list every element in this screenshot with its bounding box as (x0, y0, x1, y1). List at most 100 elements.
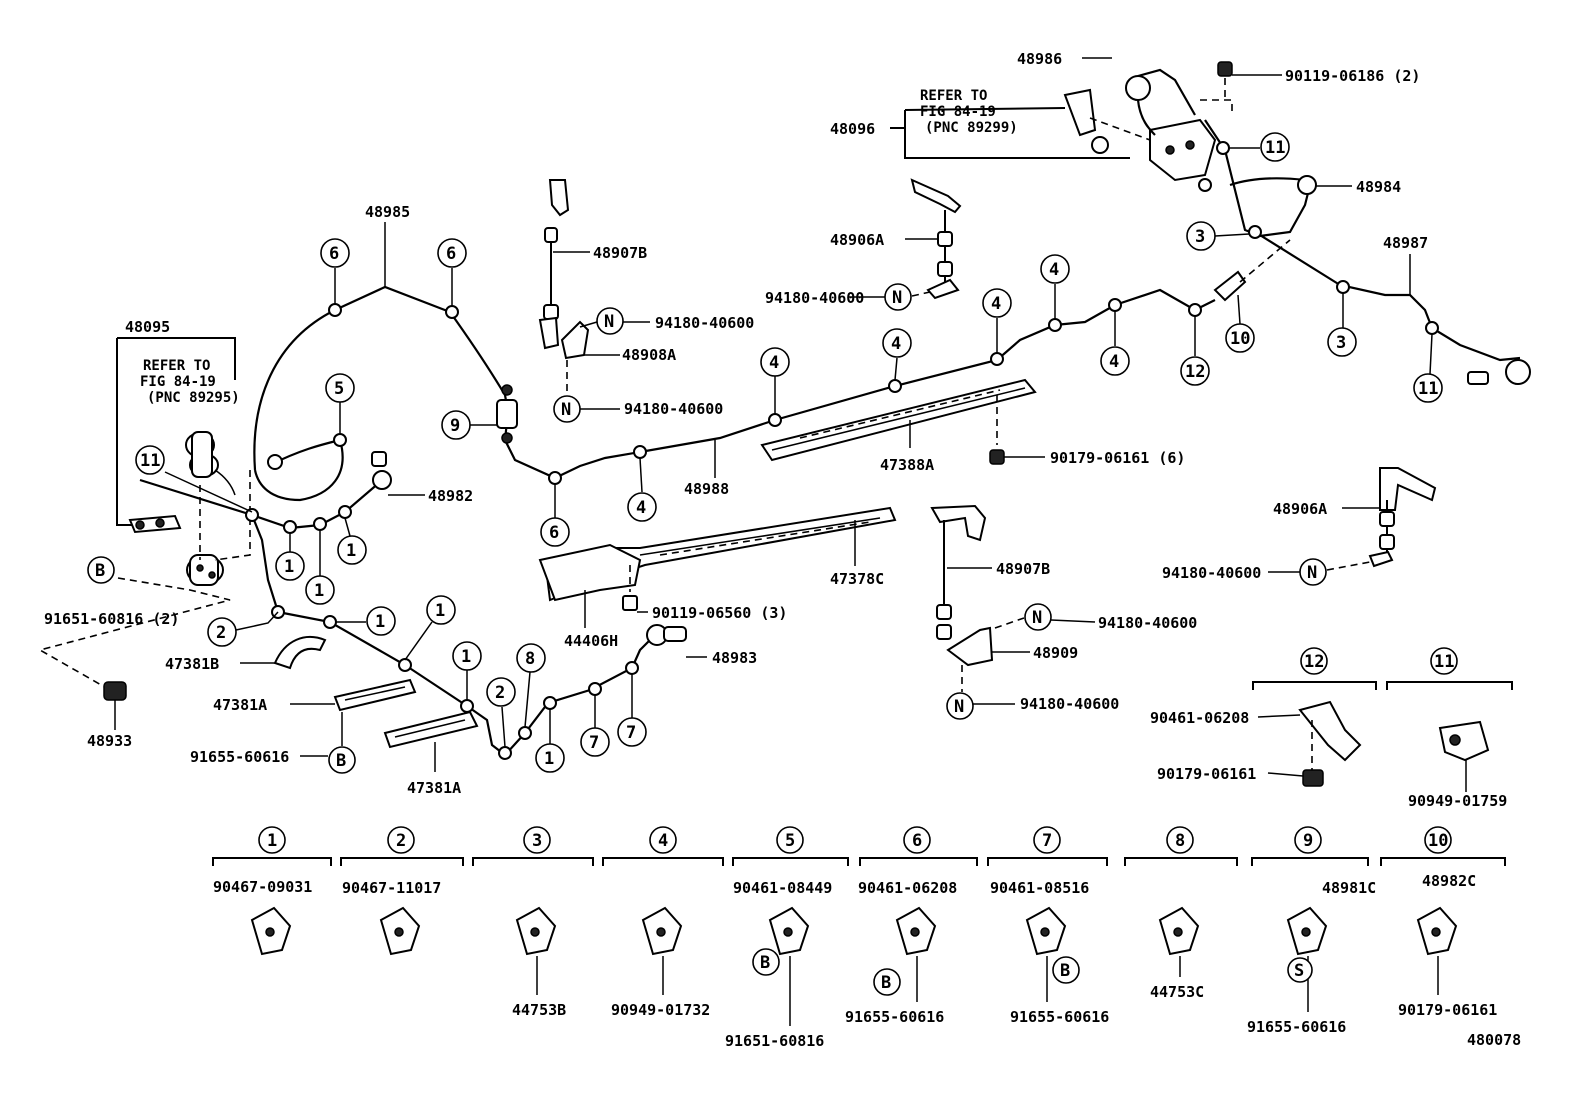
svg-text:S: S (1294, 961, 1304, 981)
label-48908A: 48908A (622, 346, 676, 364)
label-48906A-upper: 48906A (830, 231, 884, 249)
label-48983: 48983 (712, 649, 757, 667)
label-90179-06161-right: 90179-06161 (1157, 765, 1256, 783)
svg-text:12: 12 (1304, 652, 1324, 672)
legend-top-part-number: 90467-09031 (213, 878, 312, 896)
legend-number: 3 (532, 831, 542, 851)
part-47381B (273, 636, 327, 670)
svg-text:N: N (1032, 608, 1042, 628)
legend-item-10: 10 48982C 90179-06161 (1380, 826, 1506, 1019)
label-94180-40600-c: 94180-40600 (765, 289, 864, 307)
legend-top-part-number: 90461-08449 (733, 879, 832, 897)
label-90179-06161-6: 90179-06161 (6) (1050, 449, 1185, 467)
svg-text:11: 11 (140, 451, 160, 471)
svg-text:4: 4 (1109, 352, 1119, 372)
legend-item-3: 3 44753B (472, 826, 594, 1019)
label-90119-06186-2: 90119-06186 (2) (1285, 67, 1420, 85)
legend-bottom-part-number: 44753B (512, 1001, 566, 1019)
refer-note-left-2: FIG 84-19 (140, 374, 216, 390)
svg-text:11: 11 (1434, 652, 1454, 672)
label-94180-40600-d: 94180-40600 (1162, 564, 1261, 582)
legend-item-5: 5 90461-08449 91651-60816 B (725, 826, 849, 1050)
legend-top-part-number: 90461-08516 (990, 879, 1089, 897)
label-44406H: 44406H (564, 632, 618, 650)
label-48907B-lower: 48907B (996, 560, 1050, 578)
legend-top-part-number: 48981C (1322, 879, 1376, 897)
legend-number: 9 (1303, 831, 1313, 851)
svg-text:N: N (1307, 563, 1317, 583)
left-proportioning-valve (186, 554, 224, 586)
legend-bottom-part-number: 90949-01732 (611, 1001, 710, 1019)
label-48987: 48987 (1383, 234, 1428, 252)
legend-number: 8 (1175, 831, 1185, 851)
part-48908A (560, 320, 590, 395)
legend-number: 5 (785, 831, 795, 851)
svg-text:1: 1 (284, 557, 294, 577)
svg-text:B: B (1060, 961, 1070, 981)
svg-text:N: N (892, 288, 902, 308)
svg-text:2: 2 (216, 623, 226, 643)
svg-text:6: 6 (329, 244, 339, 264)
svg-text:6: 6 (549, 523, 559, 543)
refer-note-right-2: FIG 84-19 (920, 104, 996, 120)
svg-text:B: B (336, 751, 346, 771)
svg-text:9: 9 (450, 416, 460, 436)
svg-text:4: 4 (891, 334, 901, 354)
right-valve-part (1063, 75, 1217, 192)
svg-text:B: B (95, 561, 105, 581)
legend-number: 2 (396, 831, 406, 851)
label-47381B: 47381B (165, 655, 219, 673)
legend-number: 4 (658, 831, 668, 851)
legend-bottom-part-number: 91651-60816 (725, 1032, 824, 1050)
part-47381A-upper (333, 678, 417, 712)
legend-bottom-part-number: 91655-60616 (845, 1008, 944, 1026)
part-48906A-right (1368, 467, 1437, 568)
clamp-12 (1298, 700, 1362, 787)
label-91655-60616: 91655-60616 (190, 748, 289, 766)
label-94180-40600-b: 94180-40600 (624, 400, 723, 418)
legend-number: 10 (1428, 831, 1448, 851)
svg-text:N: N (604, 312, 614, 332)
svg-text:B: B (760, 953, 770, 973)
svg-text:1: 1 (461, 647, 471, 667)
svg-text:7: 7 (626, 723, 636, 743)
legend-number: 7 (1042, 831, 1052, 851)
refer-note-left-1: REFER TO (143, 358, 210, 374)
fitting-48984 (1297, 175, 1317, 195)
svg-text:10: 10 (1230, 329, 1250, 349)
label-47378C: 47378C (830, 570, 884, 588)
bolt-90119-06186 (1217, 61, 1233, 100)
svg-text:6: 6 (446, 244, 456, 264)
svg-text:3: 3 (1336, 333, 1346, 353)
label-48933: 48933 (87, 732, 132, 750)
refer-note-right-3: (PNC 89299) (925, 120, 1018, 136)
label-48984: 48984 (1356, 178, 1401, 196)
label-90949-01759: 90949-01759 (1408, 792, 1507, 810)
label-48095: 48095 (125, 318, 170, 336)
legend-number: 1 (267, 831, 277, 851)
label-90119-06560-3: 90119-06560 (3) (652, 604, 787, 622)
part-clip-9 (496, 384, 518, 444)
fitting-right-end (1467, 359, 1531, 385)
label-48907B-upper: 48907B (593, 244, 647, 262)
part-44406H (538, 543, 642, 602)
legend-top-part-number: 48982C (1422, 872, 1476, 890)
legend-item-8: 8 44753C (1124, 826, 1238, 1001)
fitting-48983 (646, 624, 687, 646)
label-94180-40600-a: 94180-40600 (655, 314, 754, 332)
legend-bottom-part-number: 44753C (1150, 983, 1204, 1001)
left-brake-assembly: 48095 REFER TO FIG 84-19 (PNC 89295) 489… (37, 203, 757, 797)
refer-note-left-3: (PNC 89295) (147, 390, 240, 406)
label-48982: 48982 (428, 487, 473, 505)
legend-bottom-part-number: 90179-06161 (1398, 1001, 1497, 1019)
detail-12-11: 12 11 90461-06208 90179-06161 90949-0175… (1150, 647, 1513, 810)
svg-text:4: 4 (769, 353, 779, 373)
label-91651-60816-2: 91651-60816 (2) (44, 610, 179, 628)
frame-rail-47388A (760, 378, 1037, 462)
svg-text:1: 1 (375, 612, 385, 632)
left-bracket-part (128, 514, 182, 534)
